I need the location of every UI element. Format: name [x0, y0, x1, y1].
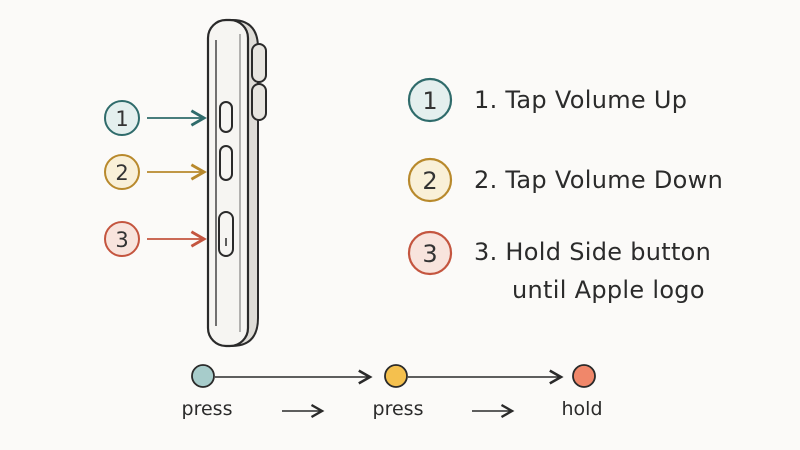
sequence-flow — [191, 364, 596, 419]
camera-bump-lower — [251, 83, 267, 121]
step-3-badge-number: 3 — [422, 240, 437, 268]
callout-3: 3 — [104, 221, 207, 257]
step-1-badge-number: 1 — [422, 87, 437, 115]
flow-label-press-2: press — [372, 398, 424, 420]
step-3-text-line2: until Apple logo — [512, 276, 705, 304]
flow-node-press-1 — [191, 364, 215, 388]
step-1-badge — [407, 77, 453, 123]
volume-down-button — [219, 145, 233, 181]
flow-node-hold — [572, 364, 596, 388]
step-3-text-line1: 3. Hold Side button — [474, 238, 712, 266]
camera-bump-upper — [251, 43, 267, 83]
step-3-badge — [407, 230, 453, 276]
volume-up-button — [219, 101, 233, 133]
side-button — [218, 211, 234, 257]
phone-body — [206, 18, 250, 348]
phone-side-view — [206, 18, 267, 348]
callout-1-number: 1 — [115, 107, 128, 131]
flow-label-press-1: press — [181, 398, 233, 420]
flow-label-hold: hold — [561, 398, 603, 420]
callout-3-circle — [104, 221, 140, 257]
callout-3-number: 3 — [115, 228, 128, 252]
callout-2: 2 — [104, 154, 207, 190]
step-2-text: 2. Tap Volume Down — [474, 166, 724, 194]
step-1-text: 1. Tap Volume Up — [474, 86, 688, 114]
step-2-badge — [407, 157, 453, 203]
callout-1: 1 — [104, 100, 207, 136]
flow-node-press-2 — [384, 364, 408, 388]
step-2-badge-number: 2 — [422, 167, 437, 195]
callout-2-number: 2 — [115, 161, 128, 185]
callout-1-circle — [104, 100, 140, 136]
callout-2-circle — [104, 154, 140, 190]
